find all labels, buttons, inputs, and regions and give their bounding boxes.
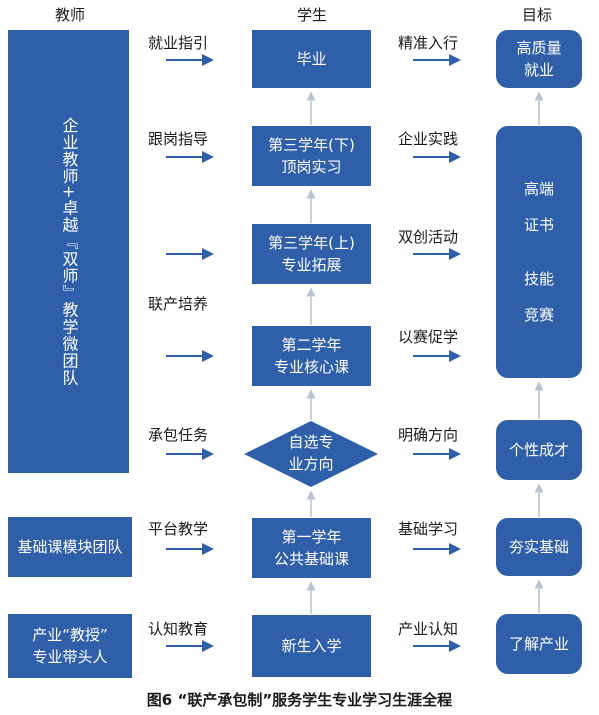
label-cognition-education: 认知教育 bbox=[148, 620, 209, 638]
student-year3b-box: 第三学年(下) 顶岗实习 bbox=[252, 126, 371, 186]
teacher-industry-box: 产业“教授” 专业带头人 bbox=[8, 614, 132, 678]
label-enterprise-practice: 企业实践 bbox=[398, 130, 459, 148]
goal-solid-text: 夯实基础 bbox=[508, 538, 569, 556]
label-contract-task: 承包任务 bbox=[148, 426, 209, 444]
goal-skill-line1: 技能 bbox=[523, 270, 554, 288]
label-internship-guide: 跟岗指导 bbox=[148, 130, 209, 148]
goal-personal-box: 个性成才 bbox=[496, 420, 582, 480]
goal-cert-line2: 证书 bbox=[523, 216, 554, 234]
label-platform-teaching: 平台教学 bbox=[148, 520, 209, 538]
student-enroll-text: 新生入学 bbox=[281, 637, 342, 655]
header-students: 学生 bbox=[296, 6, 327, 24]
goal-employ-text: 高质量 就业 bbox=[516, 39, 562, 79]
student-direction-text: 自选专 业方向 bbox=[288, 433, 334, 473]
goal-solid-box: 夯实基础 bbox=[496, 518, 582, 576]
goal-understand-box: 了解产业 bbox=[496, 614, 582, 674]
teacher-foundation-box: 基础课模块团队 bbox=[8, 517, 132, 577]
label-competition-learning: 以赛促学 bbox=[398, 328, 459, 346]
label-industry-cognition: 产业认知 bbox=[398, 620, 459, 638]
student-year1-box: 第一学年 公共基础课 bbox=[252, 518, 371, 578]
student-graduate-text: 毕业 bbox=[296, 50, 327, 68]
goal-employ-box: 高质量 就业 bbox=[496, 30, 582, 88]
student-year3b-text: 第三学年(下) 顶岗实习 bbox=[268, 136, 355, 176]
student-enroll-box: 新生入学 bbox=[252, 615, 371, 677]
teacher-microteam-text: 企业教师+卓越『双师』教学微团队 bbox=[59, 116, 79, 387]
student-year2-text: 第二学年 专业核心课 bbox=[273, 336, 349, 376]
goal-cert-skill-box: 高端 证书 技能 竞赛 bbox=[496, 126, 582, 378]
student-year1-text: 第一学年 公共基础课 bbox=[273, 528, 349, 568]
label-innovation-activity: 双创活动 bbox=[398, 228, 459, 246]
header-teachers: 教师 bbox=[54, 6, 85, 24]
student-year3a-text: 第三学年(上) 专业拓展 bbox=[268, 234, 355, 274]
student-year2-box: 第二学年 专业核心课 bbox=[252, 326, 371, 386]
label-joint-training: 联产培养 bbox=[148, 295, 209, 313]
goal-skill-line2: 竞赛 bbox=[523, 306, 554, 324]
teacher-industry-text: 产业“教授” 专业带头人 bbox=[32, 626, 108, 666]
label-clarify-direction: 明确方向 bbox=[398, 426, 459, 444]
header-goals: 目标 bbox=[521, 6, 552, 24]
label-basic-learning: 基础学习 bbox=[398, 520, 459, 538]
label-accurate-entry: 精准入行 bbox=[398, 34, 459, 52]
student-year3a-box: 第三学年(上) 专业拓展 bbox=[252, 224, 371, 284]
figure-caption: 图6 “联产承包制”服务学生专业学习生涯全程 bbox=[146, 691, 453, 709]
teacher-microteam-box: 企业教师+卓越『双师』教学微团队 bbox=[8, 30, 129, 473]
goal-cert-group: 高端 证书 技能 竞赛 bbox=[524, 171, 554, 333]
teacher-foundation-text: 基础课模块团队 bbox=[17, 538, 123, 556]
goal-personal-text: 个性成才 bbox=[508, 441, 569, 459]
goal-understand-text: 了解产业 bbox=[508, 635, 569, 653]
goal-cert-line1: 高端 bbox=[523, 180, 554, 198]
student-graduate-box: 毕业 bbox=[252, 30, 371, 88]
label-employment-guide: 就业指引 bbox=[148, 34, 209, 52]
